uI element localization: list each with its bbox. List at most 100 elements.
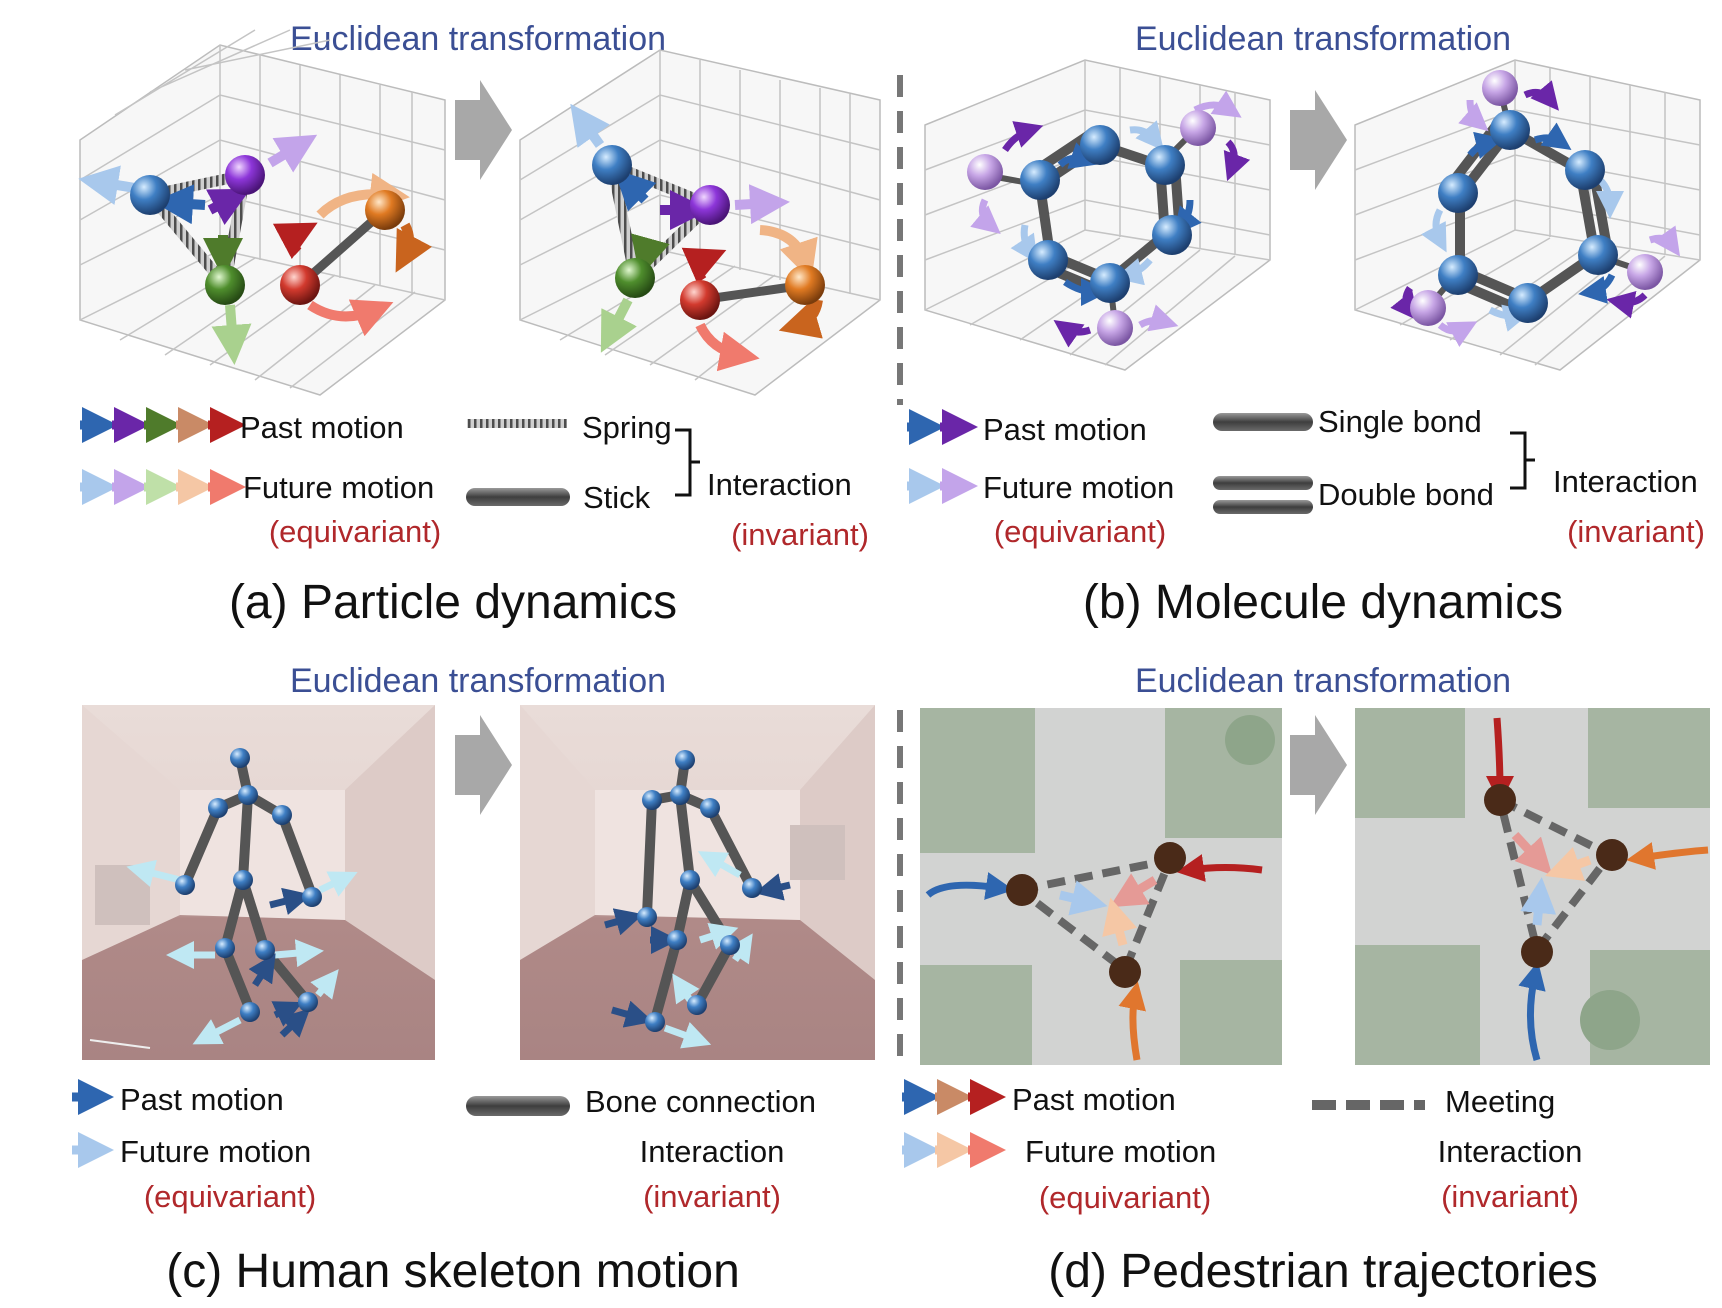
panel-a-motion-arrows-after	[570, 103, 823, 372]
panel-a-3d-axes-after	[519, 49, 881, 396]
panel-c-heading: Euclidean transformation	[290, 662, 666, 700]
panel-b-3d-axes-after	[1354, 59, 1701, 371]
legend-invariant-note: (invariant)	[1567, 514, 1705, 549]
carbon-atom	[1438, 255, 1478, 295]
hydrogen-atom	[967, 154, 1003, 190]
meeting-triangle	[1010, 854, 1177, 977]
skeleton-joints-before	[175, 748, 322, 1022]
panel-a-atoms-after	[592, 145, 825, 320]
carbon-atom	[1090, 263, 1130, 303]
legend-interaction: Interaction	[1438, 1134, 1583, 1169]
carbon-atom	[1020, 160, 1060, 200]
panel-d-caption: (d) Pedestrian trajectories	[1048, 1245, 1598, 1298]
carbon-atom	[1152, 215, 1192, 255]
hydrogen-atom	[1482, 70, 1518, 106]
hydrogen-atom	[1410, 290, 1446, 326]
legend-interaction: Interaction	[707, 467, 852, 502]
carbon-atom	[1080, 125, 1120, 165]
double-bond-icon	[1213, 500, 1313, 514]
pedestrian-scene-before	[925, 842, 1263, 1061]
legend-equivariant-note: (equivariant)	[994, 514, 1166, 549]
panel-a-legend: Past motion Future motion (equivariant) …	[80, 407, 869, 552]
transform-arrow-icon	[1290, 90, 1347, 190]
legend-equivariant-note: (equivariant)	[1039, 1180, 1211, 1215]
transform-arrow-icon	[455, 80, 512, 180]
carbon-atom	[1145, 145, 1185, 185]
particle-blue	[592, 145, 632, 185]
panel-a-atoms-before	[130, 155, 405, 305]
panel-d-legend: Past motion Future motion (equivariant) …	[902, 1079, 1583, 1215]
panel-a-heading: Euclidean transformation	[290, 20, 666, 58]
pedestrian-icon	[1006, 874, 1038, 906]
panel-b-atoms-after	[1410, 70, 1663, 326]
panel-d-heading: Euclidean transformation	[1135, 662, 1511, 700]
panel-c-caption: (c) Human skeleton motion	[166, 1245, 740, 1298]
legend-interaction: Interaction	[1553, 464, 1698, 499]
panel-b-motion-arrows-after	[1390, 80, 1681, 347]
panel-b-heading: Euclidean transformation	[1135, 20, 1511, 58]
panel-a-particle-dynamics: Euclidean transformation	[78, 20, 881, 629]
bone-connection-icon	[466, 1096, 570, 1116]
legend-future-motion: Future motion	[120, 1134, 311, 1169]
legend-invariant-note: (invariant)	[731, 517, 869, 552]
panel-b-caption: (b) Molecule dynamics	[1083, 576, 1563, 629]
particle-blue	[130, 175, 170, 215]
legend-spring: Spring	[582, 410, 672, 445]
legend-future-motion: Future motion	[983, 470, 1174, 505]
spring-icon	[467, 419, 567, 428]
pedestrian-icon	[1484, 784, 1516, 816]
pedestrian-icon	[1521, 936, 1553, 968]
panel-b-molecule-dynamics: Euclidean transformation	[907, 20, 1705, 629]
skeleton-arrows-after	[604, 851, 791, 1049]
legend-past-motion: Past motion	[240, 410, 404, 445]
panel-d-pedestrian-trajectories: Euclidean transformation	[902, 662, 1710, 1298]
panel-b-atoms-before	[967, 110, 1216, 346]
legend-interaction: Interaction	[640, 1134, 785, 1169]
legend-stick: Stick	[583, 480, 651, 515]
legend-past-motion: Past motion	[983, 412, 1147, 447]
pedestrian-icon	[1109, 956, 1141, 988]
legend-invariant-note: (invariant)	[1441, 1179, 1579, 1214]
legend-past-motion: Past motion	[120, 1082, 284, 1117]
carbon-atom	[1490, 110, 1530, 150]
skeleton-arrows-before	[126, 859, 358, 1045]
transform-arrow-icon	[455, 715, 512, 815]
legend-equivariant-note: (equivariant)	[144, 1179, 316, 1214]
legend-double-bond: Double bond	[1318, 477, 1494, 512]
room-photo-before	[82, 705, 435, 1060]
particle-purple	[225, 155, 265, 195]
double-bond-icon	[1213, 476, 1313, 490]
particle-purple	[690, 185, 730, 225]
legend-bone-connection: Bone connection	[585, 1084, 816, 1119]
legend-past-motion: Past motion	[1012, 1082, 1176, 1117]
hydrogen-atom	[1097, 310, 1133, 346]
legend-equivariant-note: (equivariant)	[269, 514, 441, 549]
transform-arrow-icon	[1290, 715, 1347, 815]
carbon-atom	[1508, 283, 1548, 323]
particle-orange	[365, 190, 405, 230]
skeleton-joints-after	[637, 750, 762, 1032]
legend-meeting: Meeting	[1445, 1084, 1555, 1119]
single-bond-icon	[1213, 413, 1313, 431]
pedestrian-icon	[1596, 839, 1628, 871]
brace-icon	[1510, 431, 1535, 490]
pedestrian-icon	[1154, 842, 1186, 874]
legend-future-motion: Future motion	[243, 470, 434, 505]
panel-b-motion-arrows-before	[970, 90, 1251, 348]
stick-icon	[466, 488, 570, 506]
hydrogen-atom	[1627, 254, 1663, 290]
particle-green	[615, 258, 655, 298]
particle-red	[680, 280, 720, 320]
particle-red	[280, 265, 320, 305]
hydrogen-atom	[1180, 110, 1216, 146]
particle-green	[205, 265, 245, 305]
carbon-atom	[1028, 240, 1068, 280]
panel-b-legend: Past motion Future motion (equivariant) …	[907, 404, 1705, 549]
panel-c-human-skeleton: Euclidean transformation	[72, 662, 875, 1298]
legend-future-motion: Future motion	[1025, 1134, 1216, 1169]
brace-icon	[675, 428, 700, 497]
legend-invariant-note: (invariant)	[643, 1179, 781, 1214]
pedestrian-scene-after	[1484, 717, 1709, 1062]
carbon-atom	[1438, 173, 1478, 213]
